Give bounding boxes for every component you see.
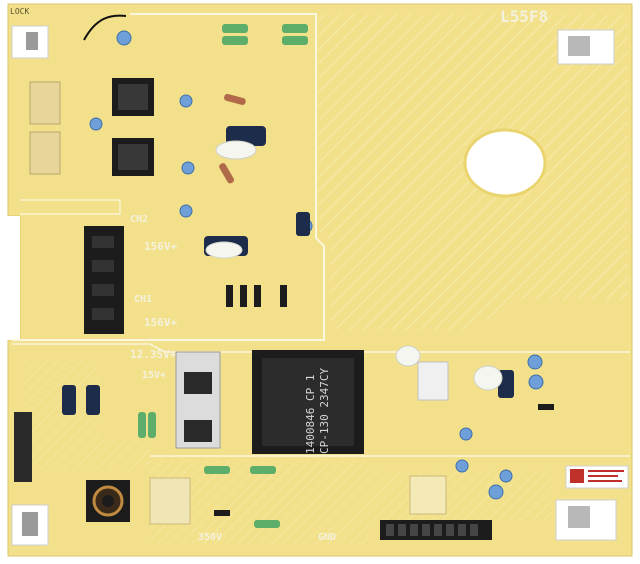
label-ch1: CH1 (134, 294, 152, 305)
left-notch (0, 216, 20, 340)
label-156v-top: 156V+ (144, 240, 177, 253)
mounting-cutout (463, 128, 547, 198)
main-transformer: 1400846 CP 1 CP-130 2347CY (252, 350, 364, 454)
diode-row (214, 285, 554, 516)
model-label: L55F8 (500, 7, 548, 26)
label-156v-bottom: 156V+ (144, 316, 177, 329)
lock-clip-top-right (557, 29, 615, 65)
ceramic-capacitors (89, 30, 544, 500)
x-capacitor-1 (29, 81, 61, 125)
lock-clip-bottom-right (555, 499, 617, 541)
label-15v: 15V+ (142, 370, 166, 381)
x-capacitor-2 (29, 131, 61, 175)
label-ch2: CH2 (130, 214, 148, 225)
resistor-group-bottom (138, 412, 280, 528)
label-gnd: GND (318, 532, 336, 543)
resistor-group-top (222, 24, 308, 45)
connector-input (14, 412, 32, 482)
filter-capacitor (149, 477, 191, 525)
hatched-zone-bottom (150, 460, 550, 545)
svg-text:CP-130 2347CY: CP-130 2347CY (318, 368, 331, 454)
label-350v: 350V (198, 532, 222, 543)
lock-clip-top-left: LOCK (10, 7, 49, 59)
svg-text:1400846 CP 1: 1400846 CP 1 (304, 375, 317, 454)
bridge-rectifier (417, 361, 449, 401)
svg-text:LOCK: LOCK (10, 7, 29, 16)
label-12-35v: 12.35V+ (130, 348, 177, 361)
hatched-zone-left (24, 360, 150, 470)
lock-clip-bottom-left (11, 504, 49, 546)
